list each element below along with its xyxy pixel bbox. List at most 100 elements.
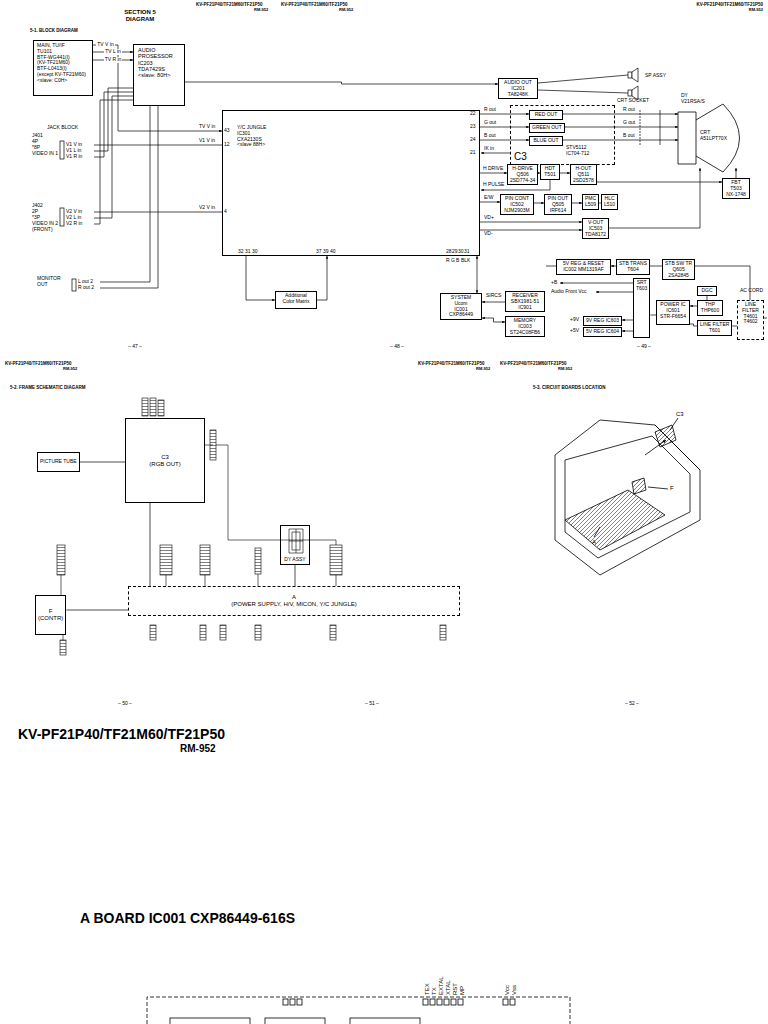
signal-label: R out (484, 107, 496, 113)
process-box: 5V REG & RESETIC002 MM1319AF (556, 259, 611, 275)
pin-stub (170, 999, 515, 1024)
signal-line (480, 230, 582, 231)
signal-label: VD+ (484, 215, 494, 221)
signal-label: 32 (238, 249, 244, 255)
filter-box: LINEFILTERT4601T4602 (737, 300, 764, 340)
pin-stub (170, 1018, 250, 1024)
box-text: DY ASSY (283, 557, 307, 563)
box-text: IC901 (508, 305, 542, 311)
pin-stub (350, 1018, 420, 1024)
pin-name: MP (459, 986, 466, 995)
box-text: CXP86449 (443, 312, 479, 318)
signal-line (597, 182, 722, 183)
tv-cabinet (655, 425, 676, 447)
box-text: 9V REG IC603 (586, 318, 619, 324)
box-text: T604 (619, 267, 647, 273)
connector (255, 548, 261, 574)
process-box: STB TRANST604 (616, 259, 650, 275)
signal-line (295, 565, 296, 586)
connector (200, 545, 210, 575)
ic-box: Y/C JUNGLEIC301CXA2130S<slave 88H> (222, 110, 480, 256)
signal-line (482, 318, 505, 322)
tv-cabinet (632, 478, 646, 494)
box-text: THP600 (700, 308, 720, 314)
signal-label: C3 (676, 411, 684, 418)
tv-cabinet (645, 440, 666, 455)
wire (336, 575, 337, 586)
box-text: PICTURE TUBE (40, 459, 77, 465)
signal-label: RM-952 (558, 367, 572, 372)
wire (258, 574, 259, 586)
pin-stub (451, 999, 456, 1005)
signal-label: G out (484, 120, 496, 126)
signal-line (317, 256, 327, 300)
pin-stub (265, 1018, 325, 1024)
box-text: IC002 MM1319AF (559, 267, 608, 273)
pin-stub (444, 999, 449, 1005)
signal-label: 4 (224, 209, 227, 215)
signal-label: 43 (224, 128, 230, 134)
box-text: L509 (585, 202, 596, 208)
process-box: SYSTEMUcomIC001CXP86449 (440, 293, 482, 320)
signal-line (622, 331, 633, 332)
signal-label: G (451, 258, 455, 264)
signal-label: +B (551, 280, 557, 286)
signal-line (480, 114, 529, 115)
signal-label: G out (623, 120, 635, 126)
process-box: LINE FILTERT601 (697, 320, 732, 336)
ic-outline (147, 997, 570, 1024)
signal-line (563, 114, 678, 115)
signal-label: IC704-712 (566, 151, 589, 157)
signal-label: KV-PF21P40/TF21M60/TF21P50 (500, 361, 567, 366)
signal-line (560, 173, 570, 174)
signal-line (736, 168, 737, 178)
signal-line (480, 202, 500, 203)
box-text: <slave: C0H> (37, 78, 89, 84)
box-text: 2SD774-34 (510, 178, 535, 184)
signal-label: 40 (330, 249, 336, 255)
box-text: NX-1748 (725, 192, 747, 198)
signal-label: RM-952 (63, 367, 77, 372)
box-text: F (38, 608, 63, 615)
connector (57, 398, 446, 655)
wire (94, 100, 133, 224)
wire (764, 318, 767, 319)
box-text: TDA7429S (138, 66, 180, 72)
box-text: 2SA2845 (665, 273, 692, 279)
pin-name: XTAL (445, 980, 452, 995)
connector (330, 545, 342, 575)
box-text: IRF614 (547, 208, 569, 214)
signal-label: V2 L in (66, 215, 81, 221)
signal-label: R out 2 (78, 285, 94, 291)
signal-line (480, 140, 529, 141)
signal-line (477, 256, 478, 293)
edge-label: TV V in (96, 42, 114, 48)
box-text: <slave 88H> (237, 142, 479, 148)
pin-name: RST (452, 983, 459, 995)
process-box: AdditionalColor Matrix (275, 291, 317, 309)
box-text: DGC (700, 288, 714, 294)
signal-label: KV-PF21P40/TF21M60/TF21P50 (5, 361, 72, 366)
signal-label: STV5112 (566, 145, 586, 151)
board-box: F(CONTR) (35, 595, 66, 635)
signal-label: VIDEO IN 2 (FRONT) (32, 221, 60, 233)
signal-label: 23 (470, 124, 476, 130)
box-text: T603 (636, 286, 647, 292)
signal-line (185, 82, 498, 84)
signal-label: B out (484, 133, 496, 139)
signal-label: *3P (32, 215, 40, 221)
process-box: 5V REG IC604 (583, 327, 622, 337)
connector (200, 625, 206, 640)
pin-stub (510, 999, 515, 1005)
signal-label: *8P (32, 145, 40, 151)
signal-label: +5V (570, 328, 579, 334)
signal-line (650, 266, 662, 267)
box-text: 2SD2578 (573, 178, 594, 184)
process-box: RED OUT (529, 110, 563, 120)
wire (538, 75, 628, 83)
process-box: HDTT501 (540, 164, 560, 180)
connector (255, 625, 261, 640)
wire (63, 635, 64, 640)
wire (166, 575, 167, 586)
